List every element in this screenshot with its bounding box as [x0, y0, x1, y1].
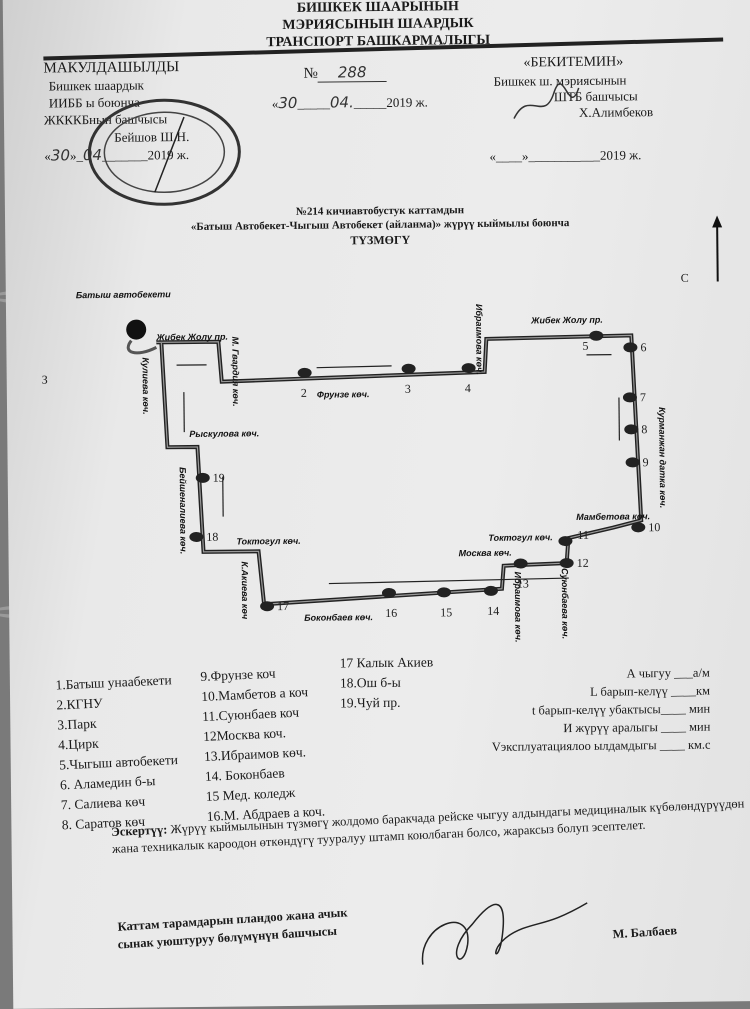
- bus-stop-marker: [558, 536, 572, 546]
- start-label: Батыш автобекети: [76, 289, 172, 300]
- bus-stop-marker: [514, 558, 528, 568]
- turnaround-arrow: [128, 340, 156, 353]
- street-label: Фрунзе көч.: [317, 389, 370, 400]
- bus-stop-number: 8: [641, 422, 647, 436]
- route-parameter: А чыгуу ___а/м: [491, 664, 710, 684]
- street-label: Токтогул көч.: [488, 532, 552, 543]
- bus-stop-number: 5: [582, 339, 588, 353]
- street-label: Боконбаев көч.: [304, 612, 373, 623]
- bus-stop-number: 16: [385, 606, 397, 620]
- street-label: Кулиева көч.: [140, 357, 151, 414]
- bus-stop-number: 4: [465, 381, 471, 395]
- bus-stop-marker: [298, 368, 312, 378]
- street-label: Ибраимова көч.: [474, 304, 485, 375]
- street-label: Токтогул көч.: [236, 536, 300, 547]
- street-label: Рыскулова көч.: [189, 428, 259, 439]
- street-label: Жибек Жолу пр.: [530, 315, 603, 326]
- bus-stop-marker: [589, 331, 603, 341]
- north-arrow: [717, 221, 718, 281]
- start-terminal: [126, 319, 146, 339]
- note-label: Эскертүү:: [111, 823, 168, 840]
- bus-stop-number: 9: [643, 455, 649, 469]
- north-arrow-head: [712, 215, 722, 227]
- street-label: Москва көч.: [459, 548, 512, 559]
- street-label: Курманжан датка көч.: [657, 407, 668, 508]
- street-label: Суюнбаева көч.: [560, 568, 571, 639]
- bus-stop-number: 10: [648, 520, 660, 534]
- stop-legend-item: 19.Чуй пр.: [340, 692, 434, 713]
- signoff-name: М. Балбаев: [612, 922, 677, 943]
- bus-stop-number: 7: [640, 390, 646, 404]
- street-label: Ибраимова көч.: [513, 572, 524, 643]
- north-label: С: [681, 271, 689, 285]
- stop-legend-item: 17 Калык Акиев: [340, 652, 434, 673]
- bus-stop-number: 17: [277, 599, 289, 613]
- bus-stop-number: 12: [577, 556, 589, 570]
- route-parameter: t барып-келүү убактысы____ мин: [491, 700, 710, 720]
- bus-stop-marker: [437, 587, 451, 597]
- route-parameter: Vэксплуатациялоо ылдамдыгы ____ км.с: [492, 736, 711, 756]
- west-label: З: [42, 373, 48, 387]
- bus-stop-number: 6: [640, 340, 646, 354]
- street-label: Мамбетова көч.: [576, 511, 650, 522]
- bus-stop-number: 11: [577, 528, 589, 542]
- stop-legend-item: 18.Ош б-ы: [340, 672, 434, 693]
- street-label: Бейшеналиева көч.: [178, 467, 189, 554]
- bus-stop-number: 3: [405, 382, 411, 396]
- bus-stop-marker: [560, 558, 574, 568]
- bus-stop-marker: [484, 586, 498, 596]
- street-label: М. Гвардия көч.: [230, 336, 241, 406]
- signature: [412, 883, 603, 980]
- street-label: Жибек Жолу пр.: [155, 332, 228, 343]
- bus-stop-marker: [402, 364, 416, 374]
- route-parameter: L барып-келүү ____км: [491, 682, 710, 702]
- street-label: К.Акиева көч: [240, 561, 251, 620]
- bus-stop-number: 15: [440, 605, 452, 619]
- route-parameter: И жүрүү аралыгы ____ мин: [492, 718, 711, 738]
- bus-stop-number: 18: [206, 530, 218, 544]
- bus-stop-marker: [623, 342, 637, 352]
- bus-stop-number: 14: [487, 604, 499, 618]
- document-page: БИШКЕК ШААРЫНЫН МЭРИЯСЫНЫН ШААРДЫК ТРАНС…: [3, 0, 750, 1009]
- bus-stop-number: 2: [301, 386, 307, 400]
